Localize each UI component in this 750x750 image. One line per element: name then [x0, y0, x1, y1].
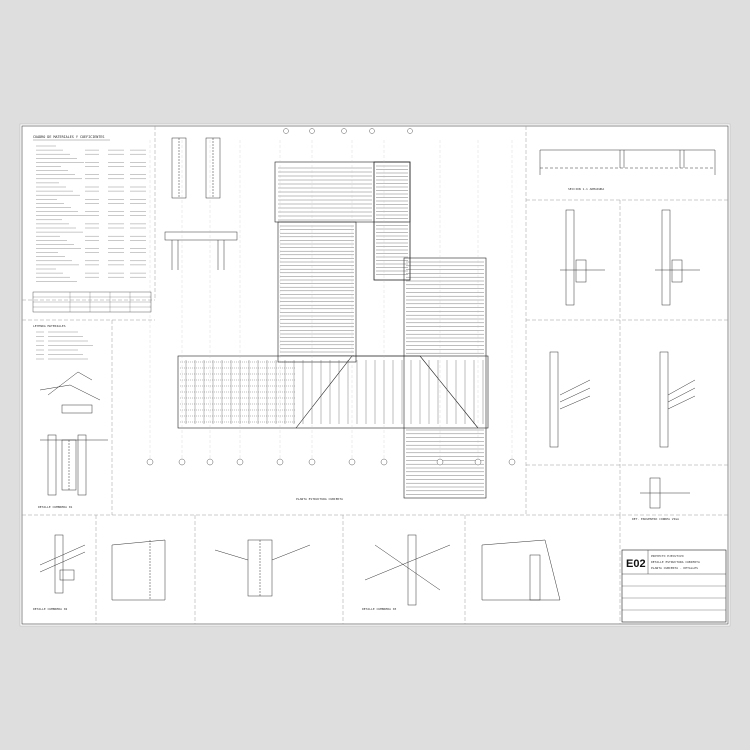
drawing-frame [21, 125, 729, 625]
top-details [164, 137, 238, 270]
detail-a-label: DETALLE CUMBRERA 01 [38, 505, 73, 509]
right-details [549, 209, 700, 509]
grid-axes [146, 128, 516, 466]
detail-c-label: DETALLE CUMBRERA 03 [362, 607, 397, 611]
section-1-1 [539, 149, 716, 175]
roof-joists [180, 165, 484, 495]
bottom-details [39, 534, 561, 606]
detail-g-label: DET. ENCUENTRO CORREA VIGA [632, 517, 679, 521]
section-title: SECCION 1-1 ARMADURA [568, 187, 604, 191]
detail-b-label: DETALLE CUMBRERA 02 [33, 607, 68, 611]
roof-plan-label: PLANTA ESTRUCTURA CUBIERTA [296, 497, 343, 501]
materials-table: CUADRO DE MATERIALES Y COEFICIENTES [33, 135, 146, 282]
rebar-schedule [32, 291, 152, 313]
roof-plan [177, 161, 489, 499]
title-block: E02 PROYECTO EJECUTIVO DETALLE ESTRUCTUR… [621, 549, 727, 623]
legend-title: LEYENDA MATERIALES [33, 324, 66, 328]
title-line-1: PROYECTO EJECUTIVO [651, 554, 684, 558]
legend: LEYENDA MATERIALES [33, 324, 93, 360]
title-line-3: PLANTA CUBIERTA - DETALLES [651, 566, 698, 570]
sheet-code: E02 [626, 558, 646, 570]
panel-dividers [22, 126, 728, 624]
materials-title: CUADRO DE MATERIALES Y COEFICIENTES [33, 135, 104, 139]
left-details [39, 371, 108, 496]
title-line-2: DETALLE ESTRUCTURA CUBIERTA [651, 560, 700, 564]
materials-rows [36, 145, 146, 282]
